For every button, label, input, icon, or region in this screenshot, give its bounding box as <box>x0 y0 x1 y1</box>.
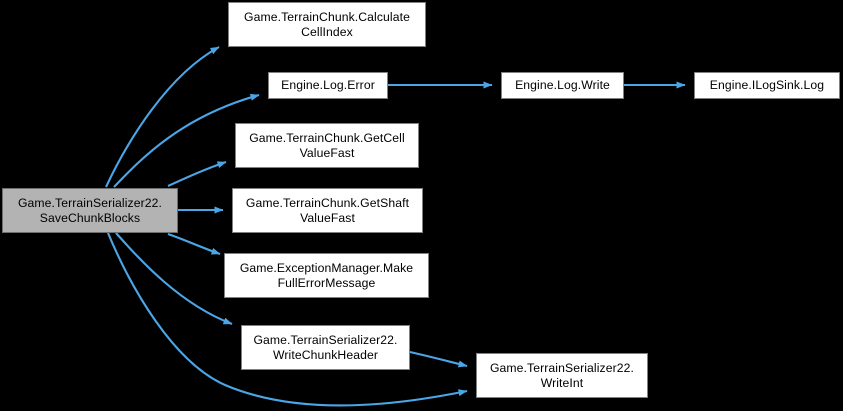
node-log-write[interactable]: Engine.Log.Write <box>501 72 624 99</box>
edge-root-to-make-full-error-message <box>167 233 221 255</box>
node-label: Game.TerrainChunk.Calculate CellIndex <box>244 9 410 39</box>
node-label: Game.TerrainChunk.GetShaft ValueFast <box>245 195 410 225</box>
node-label: Game.TerrainChunk.GetCell ValueFast <box>249 130 405 160</box>
node-write-chunk-header[interactable]: Game.TerrainSerializer22. WriteChunkHead… <box>241 325 410 370</box>
node-label: Game.TerrainSerializer22. WriteChunkHead… <box>253 332 398 362</box>
node-get-shaft-value-fast[interactable]: Game.TerrainChunk.GetShaft ValueFast <box>232 188 423 233</box>
node-save-chunk-blocks[interactable]: Game.TerrainSerializer22. SaveChunkBlock… <box>2 188 178 233</box>
node-label: Game.TerrainSerializer22. WriteInt <box>489 360 635 390</box>
node-make-full-error-message[interactable]: Game.ExceptionManager.Make FullErrorMess… <box>224 253 429 298</box>
node-label: Engine.Log.Write <box>515 78 610 92</box>
node-get-cell-value-fast[interactable]: Game.TerrainChunk.GetCell ValueFast <box>235 123 419 168</box>
node-ilogsink-log[interactable]: Engine.ILogSink.Log <box>694 72 840 99</box>
edge-root-to-calculate-cell-index <box>105 46 220 188</box>
node-calculate-cell-index[interactable]: Game.TerrainChunk.Calculate CellIndex <box>228 2 426 47</box>
node-label: Engine.ILogSink.Log <box>709 78 825 92</box>
node-write-int[interactable]: Game.TerrainSerializer22. WriteInt <box>476 353 648 398</box>
node-log-error[interactable]: Engine.Log.Error <box>268 72 388 99</box>
edge-root-to-get-cell-value-fast <box>167 161 227 187</box>
node-label: Game.ExceptionManager.Make FullErrorMess… <box>239 260 414 290</box>
edge-write-chunk-header-to-write-int <box>409 350 468 368</box>
node-label: Game.TerrainSerializer22. SaveChunkBlock… <box>17 195 163 225</box>
edge-root-to-write-chunk-header <box>115 232 233 325</box>
node-label: Engine.Log.Error <box>281 78 375 92</box>
